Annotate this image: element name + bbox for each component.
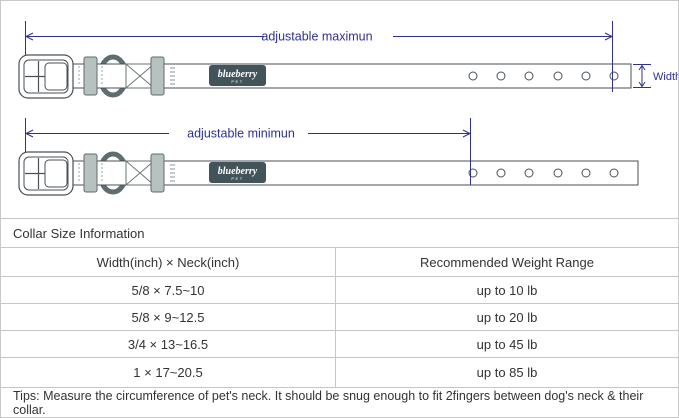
buckle [18,151,74,196]
size-table: Collar Size Information Width(inch) × Ne… [1,218,678,417]
brand-name: blueberry [218,166,258,177]
width-dimension-arrow [633,64,651,88]
collar-bottom-illustration: blueberry PET adjustable minimun [18,118,639,196]
keeper-loop [83,153,98,193]
brand-subtitle: PET [231,79,243,84]
weight-cell: up to 20 lb [476,309,538,325]
collar-diagram-svg: blueberry PET adjustable maximun [18,21,679,196]
weight-cell: up to 85 lb [476,365,538,380]
table-title: Collar Size Information [1,219,678,248]
column-header-weight: Recommended Weight Range [420,254,594,270]
width-label: Width [653,71,679,83]
x-stitch [125,63,155,89]
adjustable-minimum-label: adjustable minimun [187,127,295,141]
size-stamp-marks [170,67,175,85]
tips-note: Tips: Measure the circumference of pet's… [13,388,644,417]
table-row: 5/8 × 9~12.5 up to 20 lb [1,304,678,331]
weight-cell: up to 45 lb [476,336,538,352]
keeper-loop [150,153,165,193]
buckle [18,54,74,99]
brand-badge: blueberry PET [209,65,266,86]
column-header-size: Width(inch) × Neck(inch) [1,248,336,276]
x-stitch [125,160,155,186]
collar-top-illustration: blueberry PET adjustable maximun [18,21,679,99]
keeper-loop [150,56,165,96]
size-stamp-marks [170,164,175,182]
min-dimension-arrow [24,118,472,185]
weight-cell: up to 10 lb [476,282,538,298]
size-cell: 3/4 × 13~16.5 [1,331,336,357]
size-cell: 5/8 × 7.5~10 [1,277,336,303]
table-row: 1 × 17~20.5 up to 85 lb [1,358,678,388]
adjustment-holes [468,168,619,178]
brand-subtitle: PET [231,176,243,181]
adjustable-maximum-label: adjustable maximun [261,30,372,44]
brand-name: blueberry [218,69,258,80]
keeper-loop [83,56,98,96]
max-dimension-arrow [24,21,614,92]
buckle-slide [44,159,68,188]
collar-diagram: blueberry PET adjustable maximun [1,1,679,218]
buckle-slide [44,62,68,91]
size-cell: 1 × 17~20.5 [1,358,336,387]
brand-badge: blueberry PET [209,162,266,183]
table-header-row: Width(inch) × Neck(inch) Recommended Wei… [1,248,678,277]
size-cell: 5/8 × 9~12.5 [1,304,336,330]
table-row: 5/8 × 7.5~10 up to 10 lb [1,277,678,304]
table-row: 3/4 × 13~16.5 up to 45 lb [1,331,678,358]
